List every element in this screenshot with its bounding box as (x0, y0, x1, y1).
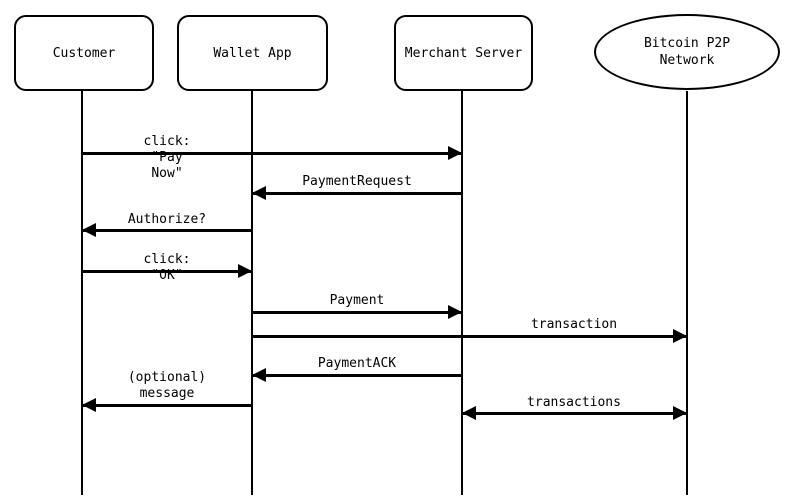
lifeline-bitcoin-p2p-network (686, 91, 688, 495)
lifeline-customer (81, 91, 83, 495)
participant-bitcoin-p2p-network-label: Bitcoin P2P Network (643, 36, 731, 68)
arrowhead-right-icon (448, 146, 462, 160)
message-label: click: "Pay Now" (143, 134, 191, 181)
arrowhead-left-icon (82, 223, 96, 237)
participant-bitcoin-p2p-network: Bitcoin P2P Network (594, 14, 780, 90)
message-label: (optional) message (127, 370, 207, 401)
arrowhead-left-icon (252, 368, 266, 382)
message-label: click: "OK" (143, 252, 191, 283)
arrow-line (82, 152, 462, 155)
participant-merchant-server: Merchant Server (394, 15, 533, 91)
message-label: transactions (527, 395, 621, 410)
arrow-line (462, 412, 687, 415)
message-label: transaction (530, 317, 618, 332)
lifeline-merchant-server (461, 91, 463, 495)
arrow-line (252, 192, 462, 195)
arrowhead-right-icon (238, 264, 252, 278)
participant-customer-label: Customer (52, 45, 116, 61)
arrowhead-right-icon (673, 329, 687, 343)
arrowhead-right-icon (673, 406, 687, 420)
arrow-line (82, 270, 252, 273)
lifeline-wallet-app (251, 91, 253, 495)
arrow-line (82, 229, 252, 232)
arrow-line (252, 335, 687, 338)
message-label: PaymentRequest (302, 174, 412, 189)
participant-wallet-app: Wallet App (177, 15, 328, 91)
participant-merchant-server-label: Merchant Server (404, 45, 523, 61)
message-label: PaymentACK (317, 356, 397, 371)
arrow-line (82, 404, 252, 407)
participant-wallet-app-label: Wallet App (213, 45, 292, 61)
arrowhead-left-icon (462, 406, 476, 420)
message-label: Payment (329, 293, 385, 308)
arrow-line (252, 311, 462, 314)
arrowhead-right-icon (448, 305, 462, 319)
message-label: Authorize? (127, 212, 207, 227)
arrowhead-left-icon (82, 398, 96, 412)
arrowhead-left-icon (252, 186, 266, 200)
participant-customer: Customer (14, 15, 154, 91)
arrow-line (252, 374, 462, 377)
